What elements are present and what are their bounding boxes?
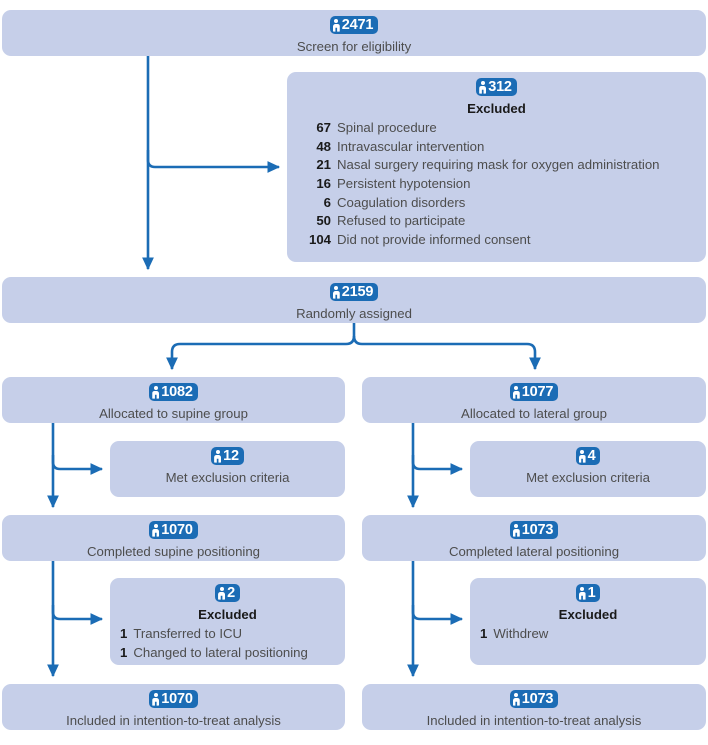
count-badge: 1: [575, 584, 601, 603]
node-label: Included in intention-to-treat analysis: [66, 712, 281, 728]
reason-count: 6: [323, 194, 332, 210]
node-heading: Excluded: [467, 100, 526, 116]
person-icon: [218, 587, 225, 600]
node-itt-lateral: 1073 Included in intention-to-treat anal…: [362, 684, 706, 730]
reason-count: 1: [120, 625, 128, 641]
person-icon: [479, 81, 486, 94]
count-value: 1: [587, 585, 596, 601]
reason-text: Changed to lateral positioning: [133, 644, 308, 660]
reason-text: Spinal procedure: [337, 119, 437, 135]
reason-list: 1 Transferred to ICU 1 Changed to latera…: [120, 625, 308, 662]
count-badge: 2: [215, 584, 240, 603]
reason-text: Refused to participate: [337, 213, 466, 229]
reason-count: 104: [309, 232, 332, 248]
list-item: 1 Transferred to ICU: [120, 625, 308, 644]
count-value: 2159: [341, 284, 374, 300]
count-value: 1070: [161, 691, 193, 707]
person-icon: [152, 693, 159, 706]
node-label: Completed supine positioning: [86, 543, 260, 559]
node-label: Included in intention-to-treat analysis: [426, 712, 642, 728]
list-item: 48 Intravascular intervention: [309, 138, 660, 157]
list-item: 16 Persistent hypotension: [309, 175, 660, 194]
count-badge: 1073: [509, 521, 559, 540]
list-item: 67 Spinal procedure: [309, 119, 660, 138]
person-icon: [152, 524, 159, 537]
person-icon: [513, 693, 520, 706]
count-value: 4: [587, 448, 596, 464]
reason-count: 50: [316, 213, 332, 229]
node-excluded-supine: 2 Excluded 1 Transferred to ICU 1 Change…: [110, 578, 345, 665]
node-excluded-lateral: 1 Excluded 1 Withdrew: [470, 578, 706, 665]
list-item: 50 Refused to participate: [309, 212, 660, 231]
count-badge: 1073: [509, 690, 559, 709]
node-itt-supine: 1070 Included in intention-to-treat anal…: [2, 684, 345, 730]
reason-count: 48: [316, 138, 332, 154]
node-randomly-assigned: 2159 Randomly assigned: [2, 277, 706, 323]
reason-text: Coagulation disorders: [337, 194, 466, 210]
reason-text: Transferred to ICU: [133, 625, 243, 641]
count-value: 1073: [521, 691, 554, 707]
count-value: 1082: [161, 384, 193, 400]
reason-text: Nasal surgery requiring mask for oxygen …: [337, 157, 660, 173]
node-screen-for-eligibility: 2471 Screen for eligibility: [2, 10, 706, 56]
person-icon: [579, 450, 586, 463]
list-item: 21 Nasal surgery requiring mask for oxyg…: [309, 156, 660, 175]
person-icon: [333, 19, 340, 32]
count-value: 1070: [161, 522, 193, 538]
reason-text: Did not provide informed consent: [337, 232, 531, 248]
reason-count: 21: [316, 157, 332, 173]
count-badge: 312: [476, 78, 517, 97]
count-value: 2: [227, 585, 235, 601]
reason-list: 67 Spinal procedure 48 Intravascular int…: [309, 119, 660, 250]
node-label: Allocated to supine group: [99, 405, 248, 421]
node-label: Screen for eligibility: [296, 38, 412, 54]
node-heading: Excluded: [198, 606, 257, 622]
count-badge: 1077: [509, 383, 559, 402]
node-allocated-supine: 1082 Allocated to supine group: [2, 377, 345, 423]
count-badge: 2159: [329, 283, 379, 302]
count-badge: 1070: [149, 690, 198, 709]
node-label: Randomly assigned: [296, 305, 412, 321]
list-item: 6 Coagulation disorders: [309, 194, 660, 213]
node-label: Allocated to lateral group: [461, 405, 607, 421]
list-item: 1 Changed to lateral positioning: [120, 644, 308, 663]
node-met-exclusion-lateral: 4 Met exclusion criteria: [470, 441, 706, 497]
person-icon: [214, 450, 221, 463]
reason-text: Persistent hypotension: [337, 175, 471, 191]
node-allocated-lateral: 1077 Allocated to lateral group: [362, 377, 706, 423]
person-icon: [513, 386, 520, 399]
count-badge: 1070: [149, 521, 198, 540]
count-value: 1077: [521, 384, 554, 400]
node-excluded-top: 312 Excluded 67 Spinal procedure 48 Intr…: [287, 72, 706, 262]
node-label: Met exclusion criteria: [165, 469, 290, 485]
person-icon: [152, 386, 159, 399]
count-badge: 12: [211, 447, 244, 466]
reason-count: 67: [316, 119, 332, 135]
node-met-exclusion-supine: 12 Met exclusion criteria: [110, 441, 345, 497]
node-completed-lateral: 1073 Completed lateral positioning: [362, 515, 706, 561]
person-icon: [333, 286, 340, 299]
count-badge: 2471: [329, 16, 379, 35]
node-label: Met exclusion criteria: [526, 469, 650, 485]
list-item: 1 Withdrew: [480, 625, 548, 644]
node-completed-supine: 1070 Completed supine positioning: [2, 515, 345, 561]
count-value: 312: [488, 79, 512, 95]
reason-text: Withdrew: [493, 625, 549, 641]
reason-count: 1: [480, 625, 488, 641]
count-value: 1073: [521, 522, 554, 538]
reason-text: Intravascular intervention: [337, 138, 485, 154]
count-value: 12: [223, 448, 239, 464]
person-icon: [579, 587, 586, 600]
reason-count: 16: [316, 175, 332, 191]
reason-count: 1: [120, 644, 128, 660]
node-heading: Excluded: [558, 606, 618, 622]
count-value: 2471: [341, 17, 374, 33]
reason-list: 1 Withdrew: [480, 625, 548, 644]
person-icon: [513, 524, 520, 537]
count-badge: 1082: [149, 383, 198, 402]
node-label: Completed lateral positioning: [448, 543, 620, 559]
count-badge: 4: [575, 447, 601, 466]
list-item: 104 Did not provide informed consent: [309, 231, 660, 250]
